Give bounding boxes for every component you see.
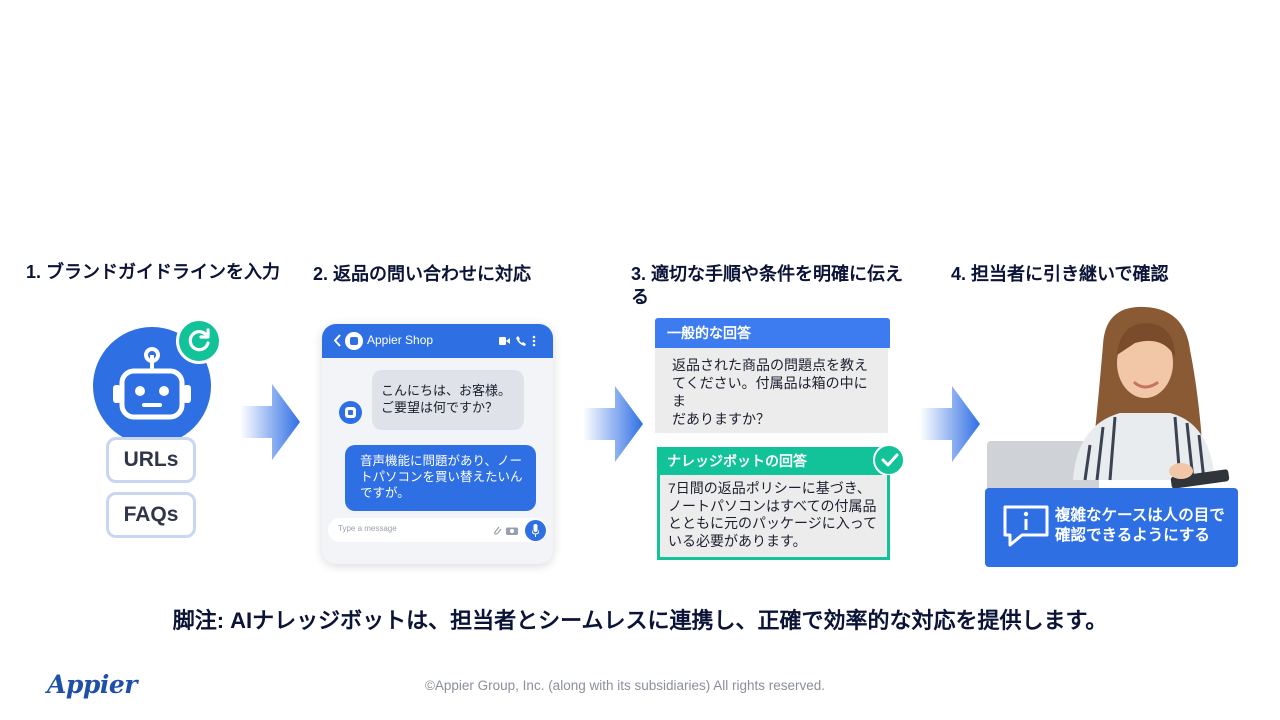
robot-icon: [113, 347, 191, 420]
chat-header: Appier Shop: [322, 324, 553, 358]
kb-line1: 7日間の返品ポリシーに基づき、: [668, 480, 871, 496]
general-line3: だありますか？: [672, 411, 770, 427]
handoff-text: 複雑なケースは人の目で 確認できるようにする: [1055, 506, 1225, 546]
chat-avatar-icon: [339, 401, 362, 424]
camera-icon[interactable]: [506, 526, 518, 535]
general-line1: 返品された商品の問題点を教え: [672, 357, 868, 373]
appier-logo: Appier: [47, 670, 137, 699]
outgoing-line1: 音声機能に問題があり、ノー: [360, 454, 523, 468]
step1-title: 1. ブランドガイドラインを入力: [26, 262, 281, 282]
arrow-right-icon: [240, 384, 300, 460]
check-badge: [873, 444, 905, 476]
more-icon[interactable]: [532, 335, 536, 347]
kb-line2: ノートパソコンはすべての付属品: [668, 497, 877, 514]
refresh-badge: [176, 318, 222, 364]
shop-logo-icon: [345, 332, 363, 350]
video-icon[interactable]: [499, 337, 510, 345]
step2-title: 2. 返品の問い合わせに対応: [313, 264, 532, 284]
mic-icon: [532, 524, 539, 537]
step3-title-line2: る: [631, 287, 649, 307]
outgoing-line3: ですが。: [360, 486, 410, 500]
outgoing-message: 音声機能に問題があり、ノー トパソコンを買い替えたいん ですが。: [345, 445, 536, 511]
faqs-pill: FAQs: [106, 492, 196, 538]
handoff-line1: 複雑なケースは人の目で: [1055, 507, 1225, 524]
knowledge-bot-answer-body: 7日間の返品ポリシーに基づき、 ノートパソコンはすべての付属品 とともに元のパッ…: [657, 475, 890, 560]
general-answer-title: 一般的な回答: [655, 318, 890, 348]
chat-shop-name: Appier Shop: [367, 333, 434, 347]
chat-phone-mockup: Appier Shop こんにちは、お客様。 ご要望は何ですか？ 音声機能に問題…: [322, 324, 553, 564]
info-bubble-icon: [1003, 505, 1049, 547]
back-icon[interactable]: [334, 334, 342, 347]
incoming-line1: こんにちは、お客様。: [381, 383, 512, 398]
incoming-message: こんにちは、お客様。 ご要望は何ですか？: [372, 370, 524, 430]
refresh-icon: [188, 328, 210, 352]
arrow-right-icon: [920, 386, 980, 462]
general-answer-body: 返品された商品の問題点を教え てください。付属品は箱の中にま だありますか？: [655, 348, 888, 433]
step3-title: 3. 適切な手順や条件を明確に伝え る: [631, 263, 903, 309]
handoff-line2: 確認できるようにする: [1055, 527, 1210, 544]
check-icon: [881, 453, 899, 467]
message-input-placeholder: Type a message: [338, 524, 397, 533]
message-input[interactable]: Type a message: [328, 518, 547, 542]
footnote: 脚注: AIナレッジボットは、担当者とシームレスに連携し、正確で効率的な対応を提…: [172, 608, 1108, 633]
handoff-callout: [985, 488, 1238, 567]
urls-pill: URLs: [106, 437, 196, 483]
kb-line3: とともに元のパッケージに入って: [668, 515, 878, 531]
outgoing-line2: トパソコンを買い替えたいん: [360, 470, 523, 484]
attach-icon[interactable]: [493, 525, 502, 536]
step3-title-line1: 3. 適切な手順や条件を明確に伝え: [631, 264, 904, 284]
kb-line4: いる必要があります。: [668, 532, 807, 549]
knowledge-bot-answer-title: ナレッジボットの回答: [657, 447, 890, 475]
arrow-right-icon: [583, 386, 643, 462]
incoming-line2: ご要望は何ですか？: [381, 400, 499, 415]
mic-button[interactable]: [525, 520, 546, 541]
copyright: ©Appier Group, Inc. (along with its subs…: [424, 678, 826, 693]
general-line2: てください。付属品は箱の中にま: [672, 375, 868, 409]
step4-title: 4. 担当者に引き継いで確認: [951, 264, 1169, 284]
phone-icon[interactable]: [516, 336, 526, 346]
agent-photo: [987, 306, 1230, 495]
